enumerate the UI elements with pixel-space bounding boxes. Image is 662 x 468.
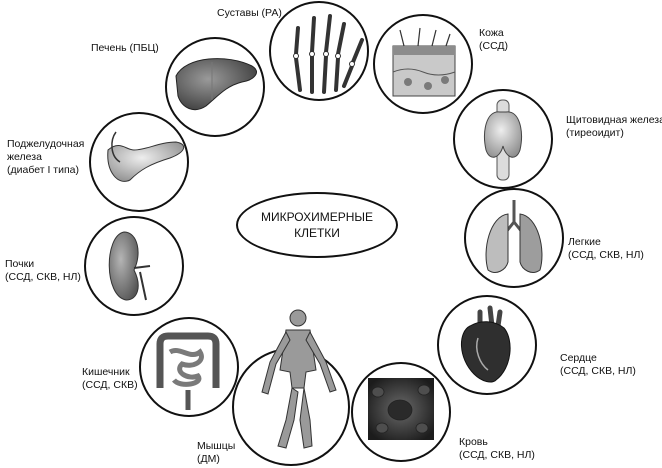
- heart-label-line-2: (ССД, СКВ, НЛ): [560, 365, 636, 377]
- kidney-label: Почки (ССД, СКВ, НЛ): [5, 258, 81, 284]
- intestine-label: Кишечник (ССД, СКВ): [82, 366, 138, 392]
- center-line-1: МИКРОХИМЕРНЫЕ: [260, 210, 374, 224]
- intestine-label-line-2: (ССД, СКВ): [82, 379, 138, 391]
- lungs-label-line-1: Легкие: [568, 236, 601, 248]
- pancreas-label: Поджелудочная железа (диабет I типа): [7, 138, 84, 177]
- muscles-label-line-1: Мышцы: [197, 440, 236, 452]
- joints-organ-circle: [269, 1, 369, 101]
- skin-label-line-1: Кожа: [479, 27, 504, 39]
- pancreas-label-line-3: (диабет I типа): [7, 164, 79, 176]
- joints-label: Суставы (РА): [217, 7, 282, 20]
- blood-label-line-1: Кровь: [459, 436, 488, 448]
- heart-organ-circle: [437, 295, 537, 395]
- lungs-label: Легкие (ССД, СКВ, НЛ): [568, 236, 644, 262]
- joints-label-line-1: Суставы (РА): [217, 7, 282, 19]
- thyroid-label-line-1: Щитовидная железа: [566, 114, 662, 126]
- thyroid-label-line-2: (тиреоидит): [566, 127, 624, 139]
- lungs-label-line-2: (ССД, СКВ, НЛ): [568, 249, 644, 261]
- kidney-label-line-2: (ССД, СКВ, НЛ): [5, 271, 81, 283]
- skin-organ-circle: [373, 14, 473, 114]
- heart-label-line-1: Сердце: [560, 352, 597, 364]
- pancreas-label-line-2: железа: [7, 151, 42, 163]
- skin-label-line-2: (ССД): [479, 40, 509, 52]
- liver-label: Печень (ПБЦ): [91, 42, 159, 55]
- thyroid-label: Щитовидная железа (тиреоидит): [566, 114, 662, 140]
- skin-label: Кожа (ССД): [479, 27, 508, 53]
- center-ellipse: МИКРОХИМЕРНЫЕ КЛЕТКИ: [236, 192, 398, 258]
- center-line-2: КЛЕТКИ: [294, 226, 340, 240]
- intestine-organ-circle: [139, 317, 239, 417]
- kidney-organ-circle: [84, 216, 184, 316]
- lungs-organ-circle: [464, 188, 564, 288]
- blood-label: Кровь (ССД, СКВ, НЛ): [459, 436, 535, 462]
- muscles-organ-circle: [232, 309, 350, 466]
- muscles-label-line-2: (ДМ): [197, 453, 220, 465]
- pancreas-label-line-1: Поджелудочная: [7, 138, 85, 150]
- liver-label-line-1: Печень (ПБЦ): [91, 42, 159, 54]
- blood-organ-circle: [351, 362, 451, 462]
- kidney-label-line-1: Почки: [5, 258, 35, 270]
- blood-label-line-2: (ССД, СКВ, НЛ): [459, 449, 535, 461]
- liver-organ-circle: [165, 37, 265, 137]
- thyroid-organ-circle: [453, 89, 553, 189]
- pancreas-organ-circle: [89, 112, 189, 212]
- heart-label: Сердце (ССД, СКВ, НЛ): [560, 352, 636, 378]
- intestine-label-line-1: Кишечник: [82, 366, 130, 378]
- muscles-label: Мышцы (ДМ): [197, 440, 235, 466]
